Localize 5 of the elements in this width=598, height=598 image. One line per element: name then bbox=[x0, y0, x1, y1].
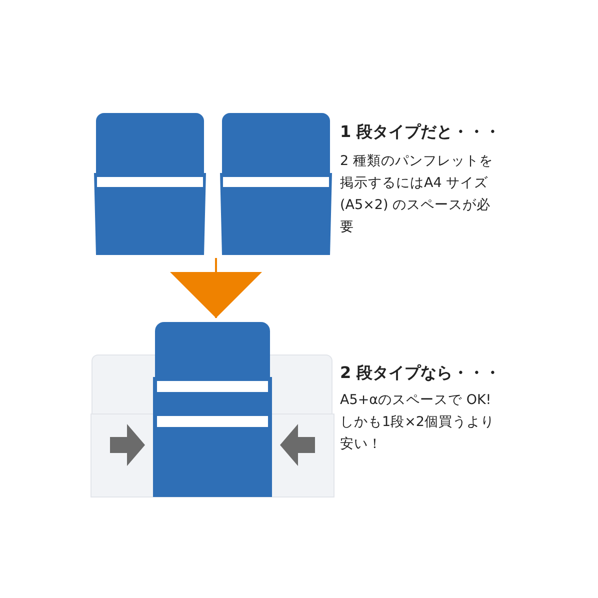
description-text: 2 種類のパンフレットを掲示するにはA4 サイズ (A5×2) のスペースが必要 bbox=[340, 152, 494, 237]
description-text: A5+αのスペースで OK!しかも1段×2個買うより安い！ bbox=[340, 391, 496, 454]
down-arrow bbox=[170, 258, 262, 318]
heading: 1 段タイプだと・・・ bbox=[340, 122, 501, 143]
heading: 2 段タイプなら・・・ bbox=[340, 363, 501, 384]
